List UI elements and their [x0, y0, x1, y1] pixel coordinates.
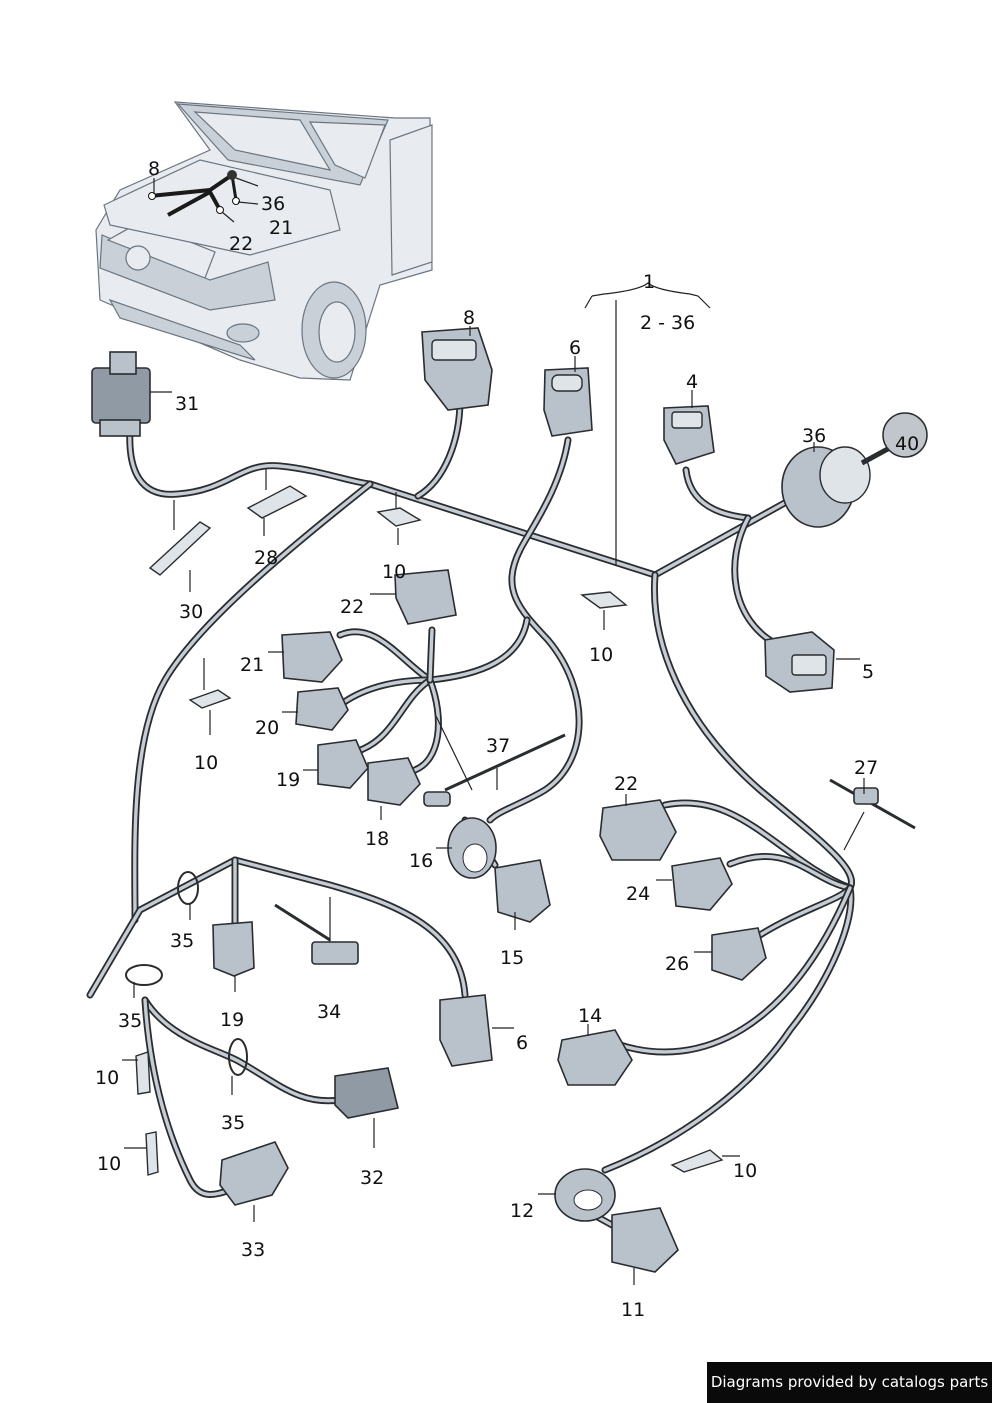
label-10-b: 10 [589, 644, 613, 666]
label-18: 18 [365, 828, 389, 850]
label-37: 37 [486, 735, 510, 757]
part-5-connector [764, 631, 835, 693]
label-8: 8 [463, 307, 475, 329]
footer-credit: Diagrams provided by catalogs parts [707, 1362, 992, 1403]
part-32-relay [334, 1067, 399, 1119]
part-6-connector-top [543, 367, 593, 437]
harness-wires [86, 396, 855, 1229]
part-8-connector [421, 327, 493, 411]
part-31-relay [91, 351, 151, 437]
part-11-connector [611, 1207, 679, 1273]
clips [125, 485, 724, 1176]
label-19-a: 19 [276, 769, 300, 791]
part-33-holder [219, 1141, 289, 1206]
label-6-top: 6 [569, 337, 581, 359]
part-37-cable-tie [423, 733, 566, 807]
vehicle-inset [95, 101, 433, 381]
label-6-bottom: 6 [516, 1032, 528, 1054]
label-28: 28 [254, 547, 278, 569]
label-35-b: 35 [118, 1010, 142, 1032]
part-14-connector [557, 1029, 633, 1086]
label-19-b: 19 [220, 1009, 244, 1031]
callout-labels: 8 36 21 22 1 2 - 36 8 6 4 31 36 40 28 10… [95, 158, 919, 1321]
label-14: 14 [578, 1005, 602, 1027]
label-5: 5 [862, 661, 874, 683]
part-18-connector [367, 757, 421, 806]
label-36: 36 [802, 425, 826, 447]
part-22-connector-b [599, 799, 677, 861]
label-1: 1 [643, 271, 655, 293]
part-27-cable-tie [829, 778, 916, 830]
part-19-connector-a [317, 739, 369, 789]
part-4-connector [663, 405, 715, 465]
label-10-a: 10 [382, 561, 406, 583]
leader-lines [122, 282, 865, 1285]
label-21: 21 [240, 654, 264, 676]
label-4: 4 [686, 371, 698, 393]
label-10-d: 10 [95, 1067, 119, 1089]
label-22-b: 22 [340, 596, 364, 618]
label-10-e: 10 [97, 1153, 121, 1175]
part-40-plug [882, 412, 928, 458]
label-11: 11 [621, 1299, 645, 1321]
part-34-bracket [274, 903, 359, 965]
part-12-holder [554, 1168, 616, 1222]
label-22-c: 22 [614, 773, 638, 795]
label-10-c: 10 [194, 752, 218, 774]
label-24: 24 [626, 883, 650, 905]
part-15-connector [494, 859, 551, 923]
label-30: 30 [179, 601, 203, 623]
label-40: 40 [895, 433, 919, 455]
label-16: 16 [409, 850, 433, 872]
label-36-inset: 36 [261, 193, 285, 215]
label-12: 12 [510, 1200, 534, 1222]
part-19-connector-b [212, 921, 255, 977]
label-8-inset: 8 [148, 158, 160, 180]
part-6-connector-bottom [439, 994, 493, 1067]
part-20-connector [295, 687, 349, 731]
label-20: 20 [255, 717, 279, 739]
label-10-f: 10 [733, 1160, 757, 1182]
label-33: 33 [241, 1239, 265, 1261]
label-2-36: 2 - 36 [640, 312, 695, 334]
label-27: 27 [854, 757, 878, 779]
label-15: 15 [500, 947, 524, 969]
label-32: 32 [360, 1167, 384, 1189]
part-24-connector [671, 857, 733, 911]
part-26-connector [711, 927, 767, 981]
label-22-inset: 22 [229, 233, 253, 255]
label-31: 31 [175, 393, 199, 415]
label-35-a: 35 [170, 930, 194, 952]
label-35-c: 35 [221, 1112, 245, 1134]
part-36-grommet [781, 442, 897, 528]
part-21-connector-a [281, 631, 343, 683]
label-26: 26 [665, 953, 689, 975]
label-21-inset: 21 [269, 217, 293, 239]
label-34: 34 [317, 1001, 341, 1023]
part-16-holder [447, 817, 497, 879]
